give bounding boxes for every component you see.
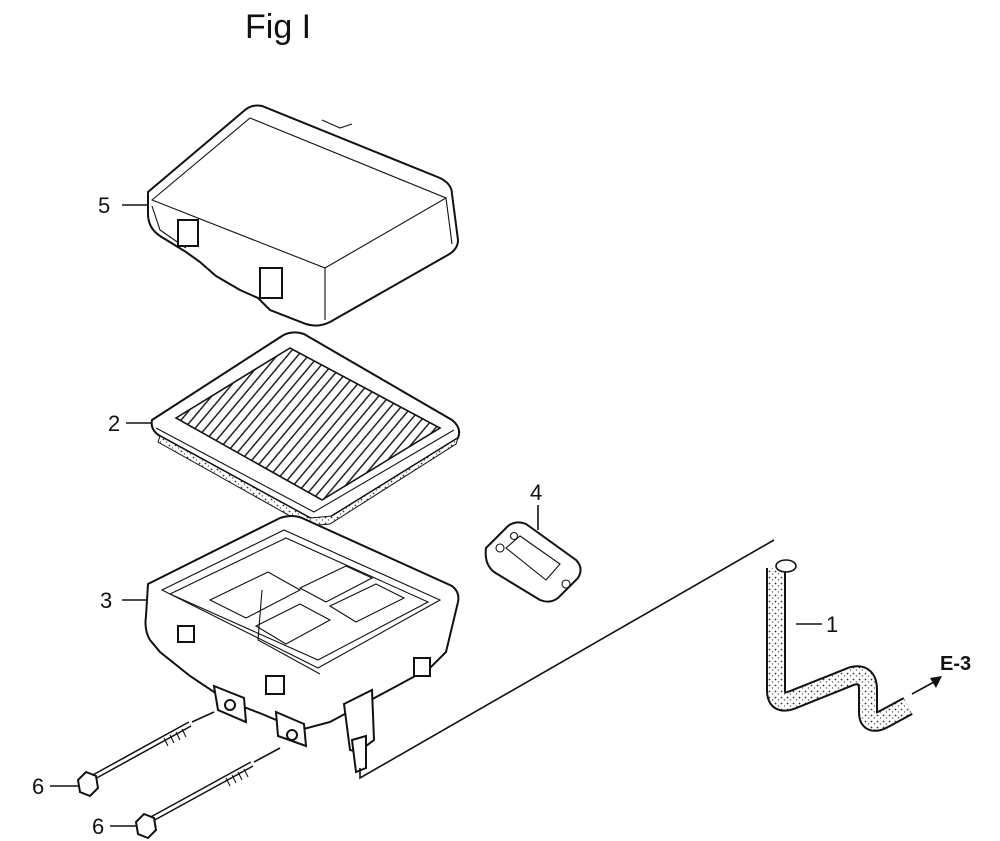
arrow-right-icon (911, 676, 942, 695)
callout-6-lower: 6 (92, 814, 104, 839)
bolt-lower (134, 761, 254, 840)
guide-line-6b (253, 747, 281, 763)
callout-5: 5 (98, 193, 110, 218)
reference-label: E-3 (940, 653, 971, 675)
figure-title: Fig I (245, 8, 311, 46)
air-filter-element (150, 331, 461, 527)
tube (766, 559, 913, 732)
bolt-upper (76, 721, 192, 798)
callout-2: 2 (108, 411, 120, 436)
air-cleaner-cover (147, 104, 460, 327)
callout-4: 4 (530, 480, 542, 505)
air-cleaner-case (144, 515, 460, 774)
callout-3: 3 (100, 588, 112, 613)
callout-1: 1 (826, 612, 838, 637)
guide-line-6a (191, 711, 215, 723)
gasket (484, 521, 582, 603)
connection-line (359, 539, 775, 780)
callout-6-upper: 6 (32, 774, 44, 799)
